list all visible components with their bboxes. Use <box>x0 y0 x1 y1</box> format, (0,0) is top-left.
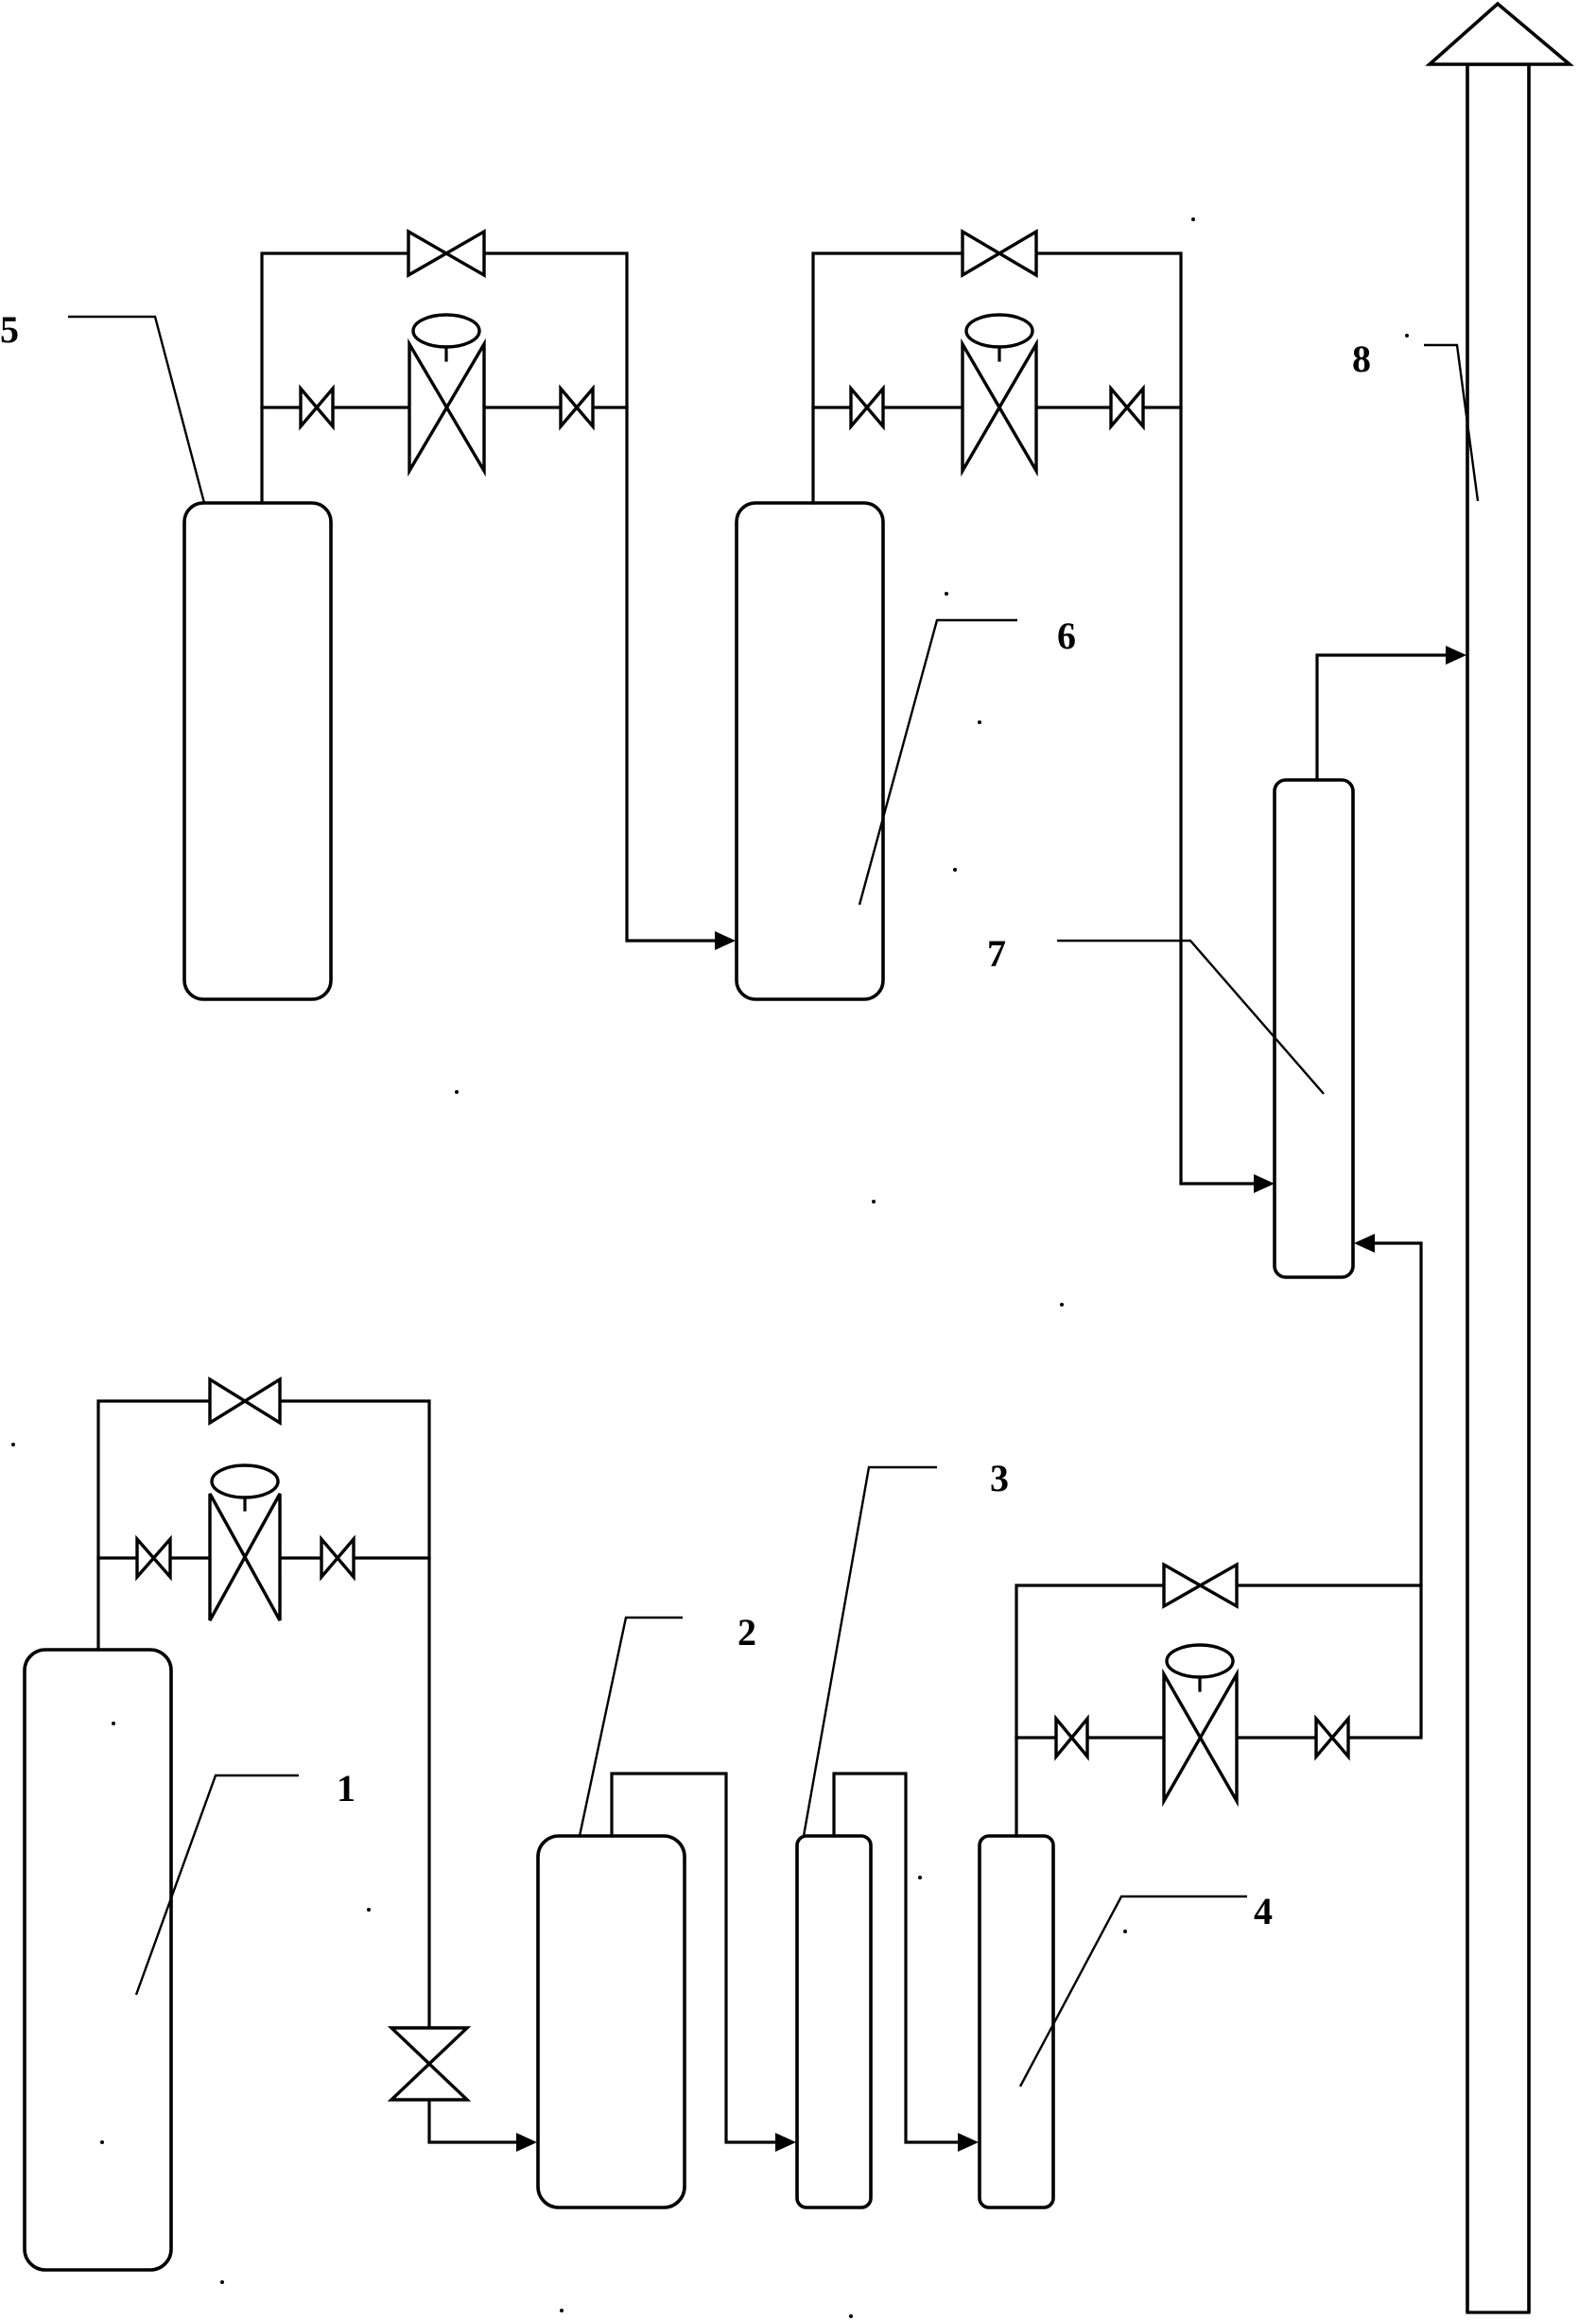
label-7: 7 <box>987 932 1006 975</box>
isolation-valve-5b <box>559 384 595 431</box>
vessel-7 <box>1273 778 1355 1279</box>
label-6: 6 <box>1057 615 1076 657</box>
actuator-1 <box>210 1463 280 1499</box>
leader-3 <box>802 1465 937 1837</box>
isolation-valve-5a <box>299 384 335 431</box>
control-valve-4 <box>1162 1668 1239 1808</box>
isolation-valve-4a <box>1054 1714 1089 1761</box>
actuator-5 <box>411 313 481 349</box>
bypass-valve-1 <box>208 1376 282 1427</box>
bypass-valve-5 <box>407 229 486 278</box>
bypass-valve-4 <box>1162 1562 1239 1609</box>
isolation-valve-6a <box>849 384 885 431</box>
isolation-valve-1a <box>135 1534 172 1582</box>
inlet-valve-2 <box>387 2026 472 2102</box>
label-8: 8 <box>1352 338 1371 380</box>
label-1: 1 <box>337 1767 356 1809</box>
vessel-3 <box>795 1834 873 2209</box>
label-2: 2 <box>737 1611 756 1653</box>
vessel-5 <box>182 501 333 1001</box>
label-5: 5 <box>0 308 19 351</box>
isolation-valve-1b <box>320 1534 356 1582</box>
stack-8 <box>1425 1 1574 2314</box>
scan-specks <box>11 217 1409 2318</box>
leader-7 <box>1057 939 1325 1095</box>
vessel-6 <box>735 501 885 1001</box>
number-labels: 5 6 7 8 1 2 3 4 <box>0 308 1371 1932</box>
leader-4 <box>1018 1895 1247 2087</box>
actuator-4 <box>1165 1643 1235 1679</box>
actuator-6 <box>964 313 1034 349</box>
flow-arrows <box>516 646 1466 2152</box>
valves <box>135 229 1350 2102</box>
isolation-valve-4b <box>1314 1714 1350 1761</box>
vessel-2 <box>536 1834 686 2209</box>
leader-5 <box>68 315 206 504</box>
leader-lines <box>68 315 1480 2087</box>
bypass-valve-6 <box>961 229 1038 278</box>
leader-1 <box>134 1774 299 1996</box>
leader-2 <box>578 1616 683 1837</box>
label-4: 4 <box>1254 1890 1273 1932</box>
leader-6 <box>858 618 1017 906</box>
control-valve-1 <box>208 1493 282 1621</box>
control-valve-5 <box>408 338 486 477</box>
leader-8 <box>1424 343 1480 502</box>
control-valve-6 <box>961 338 1038 477</box>
isolation-valve-6b <box>1109 384 1145 431</box>
vessel-4 <box>978 1834 1055 2209</box>
label-3: 3 <box>990 1457 1009 1499</box>
